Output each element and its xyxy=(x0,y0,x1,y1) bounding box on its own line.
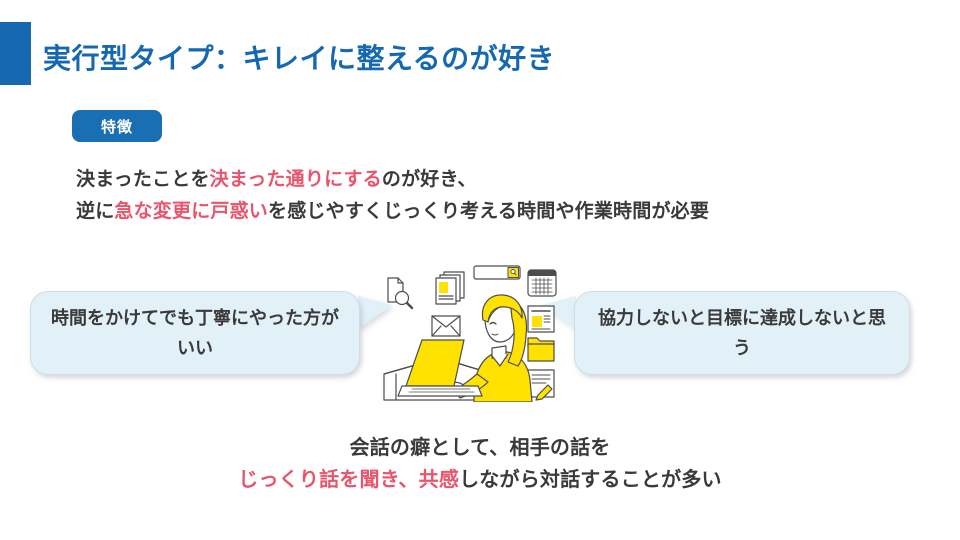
lead-line2-part1: 逆に xyxy=(76,201,115,222)
caption-line2-rest: しながら対話することが多い xyxy=(459,469,722,491)
bottom-caption: 会話の癖として、相手の話を じっくり話を聞き、共感しながら対話することが多い xyxy=(0,432,960,496)
speech-bubble-left: 時間をかけてでも丁寧にやった方がいい xyxy=(30,291,360,375)
status-badge: 特徴 xyxy=(72,110,162,142)
title-accent-bar xyxy=(0,22,31,85)
envelope-icon xyxy=(431,315,461,337)
illustration-svg xyxy=(383,265,557,403)
lead-paragraph: 決まったことを決まった通りにするのが好き、 逆に急な変更に戸惑いを感じやすくじっ… xyxy=(76,164,709,228)
document-search-icon xyxy=(387,277,414,310)
article-icon xyxy=(527,305,555,333)
lead-line2-highlight: 急な変更に戸惑い xyxy=(114,201,269,222)
person-laptop-illustration xyxy=(382,262,578,403)
note-pen-icon xyxy=(527,369,555,401)
folder-icon xyxy=(527,337,555,362)
calendar-icon xyxy=(527,269,557,297)
lead-line1-part1: 決まったことを xyxy=(76,169,210,190)
lead-line1-part2: のが好き、 xyxy=(381,169,477,190)
caption-line-1: 会話の癖として、相手の話を xyxy=(349,437,611,459)
caption-line-2: じっくり話を聞き、共感しながら対話することが多い xyxy=(0,464,960,496)
badge-label: 特徴 xyxy=(100,118,133,136)
lead-line-2: 逆に急な変更に戸惑いを感じやすくじっくり考える時間や作業時間が必要 xyxy=(76,196,709,228)
lead-line1-highlight: 決まった通りにする xyxy=(209,169,382,190)
lead-line2-part2: を感じやすくじっくり考える時間や作業時間が必要 xyxy=(268,201,710,222)
speech-bubble-right-text: 協力しないと目標に達成しないと思う xyxy=(598,308,886,358)
search-bar-icon xyxy=(473,265,521,280)
left-bubble-tail xyxy=(358,296,392,329)
caption-line2-highlight: じっくり話を聞き、共感 xyxy=(238,469,460,491)
documents-stack-icon xyxy=(435,271,465,305)
laptop-icon xyxy=(397,339,483,397)
lead-line-1: 決まったことを決まった通りにするのが好き、 xyxy=(76,164,709,196)
speech-bubble-right: 協力しないと目標に達成しないと思う xyxy=(574,291,910,375)
speech-bubble-left-text: 時間をかけてでも丁寧にやった方がいい xyxy=(51,308,339,358)
page-title: 実行型タイプ：キレイに整えるのが好き xyxy=(43,43,556,74)
